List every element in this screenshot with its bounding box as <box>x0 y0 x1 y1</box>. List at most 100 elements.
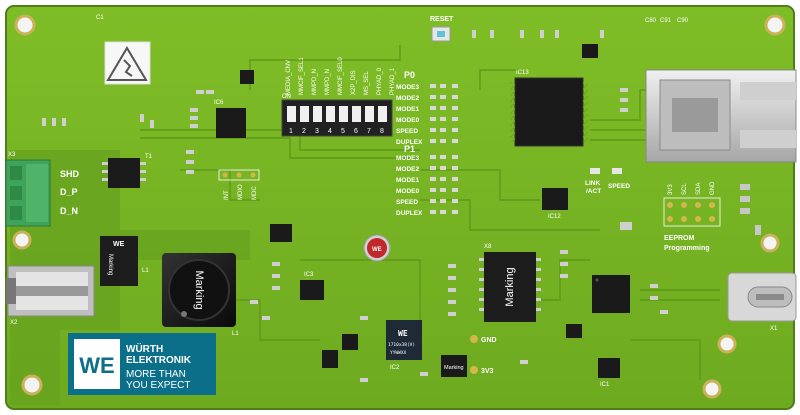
svg-text:MMPD_N: MMPD_N <box>325 69 331 95</box>
svg-text:ELEKTRONIK: ELEKTRONIK <box>126 355 192 366</box>
esd-warning-symbol <box>104 41 151 85</box>
dip-on-label: ON <box>282 94 291 100</box>
small-inductor: Marking <box>441 355 467 377</box>
svg-text:X3: X3 <box>8 152 16 158</box>
svg-text:T1: T1 <box>145 154 153 160</box>
svg-text:MODE3: MODE3 <box>396 84 420 91</box>
silk-connector-dn: D_N <box>60 206 78 216</box>
svg-text:MORE THAN: MORE THAN <box>126 369 186 380</box>
reset-button: RESET <box>430 16 454 42</box>
silk-connector-dp: D_P <box>60 187 78 197</box>
svg-text:MODE2: MODE2 <box>396 95 420 102</box>
svg-text:RESET: RESET <box>430 16 454 23</box>
connector-x2: X2 <box>6 265 95 326</box>
svg-text:WE: WE <box>398 329 408 338</box>
power-inductor: Marking L1 <box>162 253 239 337</box>
svg-text:1: 1 <box>289 128 293 135</box>
svg-text:IC2: IC2 <box>390 365 400 371</box>
svg-text:GND: GND <box>710 181 716 195</box>
svg-text:3V3: 3V3 <box>481 368 494 375</box>
svg-text:LINK: LINK <box>585 180 600 187</box>
svg-text:SCL: SCL <box>682 183 688 195</box>
svg-text:MODE1: MODE1 <box>396 106 420 113</box>
svg-text:1710x38(V): 1710x38(V) <box>388 342 415 348</box>
silk-ic3: IC3 <box>304 272 314 278</box>
svg-text:DUPLEX: DUPLEX <box>396 139 423 146</box>
svg-text:X1: X1 <box>770 326 778 332</box>
svg-text:SDA: SDA <box>696 183 702 195</box>
silk-c90: C90 <box>677 18 689 24</box>
silk-c91: C91 <box>660 18 672 24</box>
svg-text:MODE2: MODE2 <box>396 166 420 173</box>
common-mode-choke: WE Marking L1 <box>100 236 149 286</box>
svg-text:X2: X2 <box>10 320 18 326</box>
svg-text:EEPROM: EEPROM <box>664 235 695 242</box>
svg-text:Marking: Marking <box>107 254 113 275</box>
ic-chip-usb-controller <box>592 275 630 313</box>
svg-text:SPEED: SPEED <box>396 199 418 206</box>
svg-text:MMCIF_SEL0: MMCIF_SEL0 <box>338 57 344 95</box>
svg-text:X8: X8 <box>484 244 492 250</box>
right-edge-caps <box>740 184 761 235</box>
electrolytic-capacitor: WE <box>363 234 391 262</box>
silk-p1: P1 <box>404 144 415 154</box>
p1-labels: MODE3 MODE2 MODE1 MODE0 SPEED DUPLEX <box>396 155 423 217</box>
silk-ref: C1 <box>96 15 104 21</box>
p0-labels: MODE3 MODE2 MODE1 MODE0 SPEED DUPLEX <box>396 84 423 146</box>
svg-text:Marking: Marking <box>504 267 516 306</box>
svg-text:MODE1: MODE1 <box>396 177 420 184</box>
svg-text:DUPLEX: DUPLEX <box>396 210 423 217</box>
svg-text:4: 4 <box>328 128 332 135</box>
ic-chip-tx: T1 <box>102 154 153 188</box>
silk-connector-shd: SHD <box>60 169 80 179</box>
svg-text:GND: GND <box>481 337 497 344</box>
svg-text:SPEED: SPEED <box>608 183 630 190</box>
mounting-holes <box>12 14 786 399</box>
svg-text:YYWWXX: YYWWXX <box>390 350 407 356</box>
svg-text:2: 2 <box>302 128 306 135</box>
int-header: INT MDIO MDC <box>218 169 260 200</box>
svg-text:MMCIF_SEL1: MMCIF_SEL1 <box>299 57 305 95</box>
svg-text:X2P_DIS: X2P_DIS <box>351 70 357 95</box>
ic-chip-ic6: IC6 <box>214 100 246 138</box>
svg-text:MEDIA_CNV: MEDIA_CNV <box>286 60 292 95</box>
svg-text:WÜRTH: WÜRTH <box>126 342 163 355</box>
svg-text:MMPD_N: MMPD_N <box>312 69 318 95</box>
svg-text:MDC: MDC <box>252 186 258 200</box>
svg-text:3: 3 <box>315 128 319 135</box>
ic-chip-ic13: IC13 <box>510 70 588 147</box>
svg-text:7: 7 <box>367 128 371 135</box>
led-link-act: LINK /ACT SPEED <box>585 168 630 195</box>
svg-text:WE: WE <box>372 247 382 253</box>
svg-text:MODE0: MODE0 <box>396 188 420 195</box>
svg-text:/ACT: /ACT <box>586 188 601 195</box>
svg-text:PHYAD_1: PHYAD_1 <box>390 67 396 95</box>
svg-text:WE: WE <box>113 241 125 248</box>
silk-c80: C80 <box>645 18 657 24</box>
svg-text:SPEED: SPEED <box>396 128 418 135</box>
svg-text:MS_SEL: MS_SEL <box>364 71 370 95</box>
svg-text:MODE3: MODE3 <box>396 155 420 162</box>
ground-pour <box>10 150 250 405</box>
test-point-gnd: GND <box>470 335 497 344</box>
ic-chip-ic2: WE 1710x38(V) YYWWXX IC2 <box>386 320 422 371</box>
svg-text:5: 5 <box>341 128 345 135</box>
silk-p0: P0 <box>404 70 415 80</box>
svg-text:3V3: 3V3 <box>668 184 674 195</box>
passive-components <box>42 30 668 382</box>
wurth-elektronik-logo: WE WÜRTH ELEKTRONIK MORE THAN YOU EXPECT <box>68 333 216 395</box>
rj45-ethernet-jack <box>645 69 797 163</box>
svg-text:Marking: Marking <box>444 365 464 371</box>
svg-text:L1: L1 <box>142 268 149 274</box>
svg-text:YOU EXPECT: YOU EXPECT <box>126 380 190 391</box>
misc-small-ics <box>240 44 620 378</box>
usb-c-connector: X1 <box>727 272 797 332</box>
dip-numbers: 1 2 3 4 5 6 7 8 <box>289 128 384 135</box>
svg-text:MDIO: MDIO <box>238 184 244 200</box>
dip-switch: ON <box>281 94 393 137</box>
svg-text:IC6: IC6 <box>214 100 224 106</box>
svg-text:MODE0: MODE0 <box>396 117 420 124</box>
i2c-header: 3V3 SCL SDA GND EEPROM Programming <box>663 181 721 252</box>
silk-ic1: IC1 <box>600 382 610 388</box>
